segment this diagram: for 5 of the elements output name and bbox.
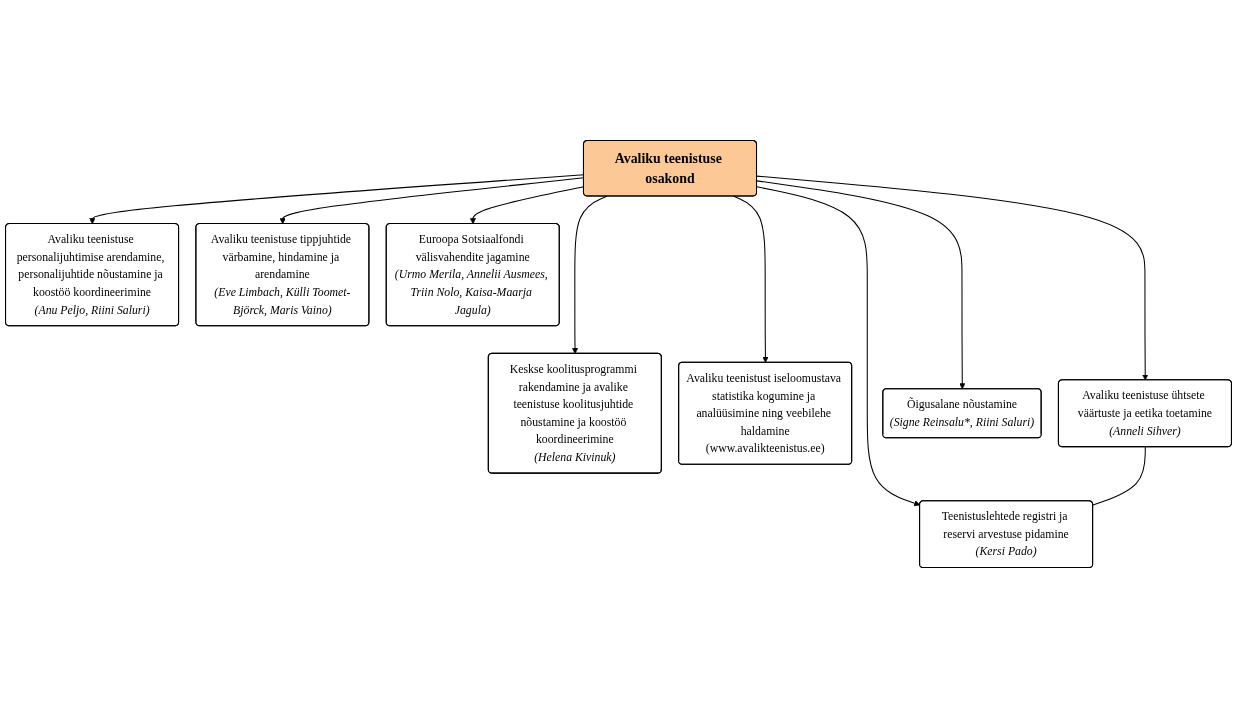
connector	[1092, 446, 1146, 507]
arrow	[756, 186, 921, 507]
arrow	[756, 180, 966, 390]
arrow	[733, 196, 769, 364]
arrow	[756, 176, 1149, 381]
